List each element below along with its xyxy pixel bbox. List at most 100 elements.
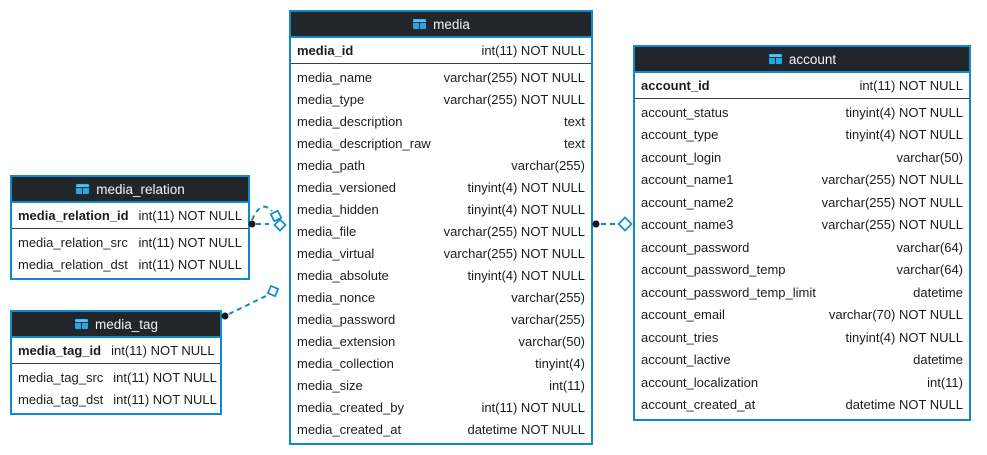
column-type: varchar(255) NOT NULL <box>821 194 963 210</box>
column-name: account_lactive <box>641 352 731 368</box>
column-name: media_relation_src <box>18 234 128 250</box>
column-type: tinyint(4) NOT NULL <box>467 267 585 283</box>
table-icon <box>767 53 783 65</box>
column-type: varchar(255) <box>511 289 585 305</box>
column-type: varchar(64) <box>896 239 963 255</box>
table-title: media_tag <box>94 316 159 332</box>
column-name: account_name1 <box>641 172 734 188</box>
column-type: varchar(255) NOT NULL <box>821 217 963 233</box>
column-list: media_tag_src int(11) NOT NULL media_tag_… <box>12 364 220 413</box>
column-type: varchar(255) NOT NULL <box>443 245 585 261</box>
table-media-relation-header[interactable]: media_relation <box>12 177 248 203</box>
column-type: int(11) NOT NULL <box>859 78 963 93</box>
column-name: media_created_by <box>297 399 404 415</box>
table-title: account <box>788 51 837 67</box>
column-row: media_nonce varchar(255) <box>291 286 591 308</box>
column-name: media_tag_src <box>18 369 104 385</box>
column-list: account_status tinyint(4) NOT NULL accoun… <box>635 99 969 419</box>
column-name: account_name3 <box>641 217 734 233</box>
column-row: account_tries tinyint(4) NOT NULL <box>635 326 969 349</box>
column-row: account_name3 varchar(255) NOT NULL <box>635 214 969 237</box>
column-type: tinyint(4) NOT NULL <box>845 104 963 120</box>
column-type: tinyint(4) NOT NULL <box>467 201 585 217</box>
column-name: account_login <box>641 149 722 165</box>
column-type: varchar(255) NOT NULL <box>821 172 963 188</box>
table-media-tag[interactable]: media_tag media_tag_id int(11) NOT NULL … <box>10 310 222 415</box>
pk-row: media_tag_id int(11) NOT NULL <box>12 338 220 364</box>
relationship-media-relation-to-media[interactable] <box>248 205 287 232</box>
column-type: int(11) NOT NULL <box>138 256 242 272</box>
table-account-header[interactable]: account <box>635 47 969 73</box>
column-name: media_path <box>297 157 365 173</box>
table-account[interactable]: account account_id int(11) NOT NULL acco… <box>633 45 971 421</box>
column-name: account_password <box>641 239 750 255</box>
column-type: tinyint(4) NOT NULL <box>467 179 585 195</box>
column-type: int(11) NOT NULL <box>111 343 215 358</box>
table-title: media_relation <box>96 181 185 197</box>
column-name: media_hidden <box>297 201 379 217</box>
column-type: int(11) <box>549 377 585 393</box>
table-media-relation[interactable]: media_relation media_relation_id int(11)… <box>10 175 250 280</box>
column-name: media_password <box>297 311 396 327</box>
table-media[interactable]: media media_id int(11) NOT NULL media_na… <box>289 10 593 445</box>
column-type: datetime <box>913 284 963 300</box>
column-row: media_tag_src int(11) NOT NULL <box>12 366 220 388</box>
table-icon <box>412 18 428 30</box>
column-name: media_collection <box>297 355 394 371</box>
column-row: media_hidden tinyint(4) NOT NULL <box>291 198 591 220</box>
column-name: media_virtual <box>297 245 375 261</box>
column-name: account_password_temp <box>641 262 786 278</box>
column-name: account_tries <box>641 329 719 345</box>
table-title: media <box>433 16 470 32</box>
pk-row: media_relation_id int(11) NOT NULL <box>12 203 248 229</box>
column-row: account_type tinyint(4) NOT NULL <box>635 124 969 147</box>
column-name: media_nonce <box>297 289 376 305</box>
column-row: account_password_temp_limit datetime <box>635 281 969 304</box>
column-type: tinyint(4) NOT NULL <box>845 127 963 143</box>
table-icon <box>73 318 89 330</box>
column-name: media_description_raw <box>297 135 431 151</box>
column-name: account_type <box>641 127 719 143</box>
column-type: tinyint(4) NOT NULL <box>845 329 963 345</box>
column-name: account_id <box>641 78 710 93</box>
column-type: int(11) NOT NULL <box>481 43 585 58</box>
table-media-header[interactable]: media <box>291 12 591 38</box>
column-name: account_name2 <box>641 194 734 210</box>
column-name: account_status <box>641 104 729 120</box>
column-row: media_absolute tinyint(4) NOT NULL <box>291 264 591 286</box>
pk-row: account_id int(11) NOT NULL <box>635 73 969 99</box>
table-media-tag-header[interactable]: media_tag <box>12 312 220 338</box>
column-name: media_extension <box>297 333 396 349</box>
pk-row: media_id int(11) NOT NULL <box>291 38 591 64</box>
column-type: int(11) NOT NULL <box>113 369 217 385</box>
column-name: media_file <box>297 223 357 239</box>
relationship-media-tag-to-media[interactable] <box>221 284 281 320</box>
column-name: account_email <box>641 307 725 323</box>
column-name: media_name <box>297 69 373 85</box>
column-name: account_password_temp_limit <box>641 284 816 300</box>
relationship-media-to-account[interactable] <box>592 216 633 232</box>
column-name: media_absolute <box>297 267 389 283</box>
column-type: int(11) <box>927 374 963 390</box>
column-name: media_tag_id <box>18 343 102 358</box>
